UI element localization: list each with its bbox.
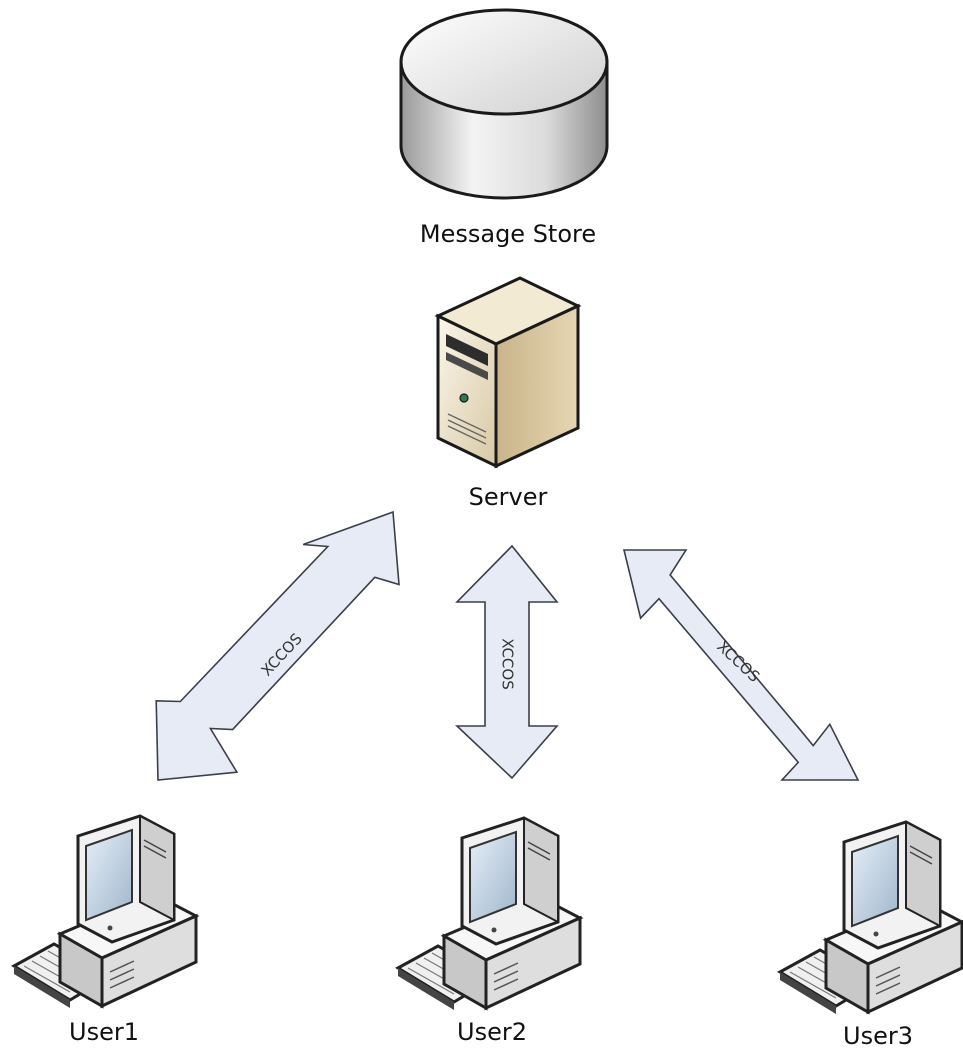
server-node: Server — [434, 276, 582, 511]
desktop-computer-icon — [12, 814, 198, 1010]
server-label: Server — [469, 483, 548, 511]
connection-label-user2: XCCOS — [499, 638, 517, 689]
double-arrow-icon — [622, 549, 860, 781]
server-tower-icon — [434, 276, 582, 469]
user3-node: User3 — [778, 820, 963, 1050]
message-store-node: Message Store — [399, 8, 609, 248]
user1-node: User1 — [12, 814, 198, 1046]
message-store-label: Message Store — [420, 220, 596, 248]
double-arrow-icon — [155, 510, 400, 781]
user2-node: User2 — [396, 816, 582, 1046]
connection-user3-server: XCCOS — [622, 549, 860, 781]
desktop-computer-icon — [778, 820, 963, 1016]
user1-label: User1 — [69, 1018, 139, 1046]
desktop-computer-icon — [396, 816, 582, 1012]
user3-label: User3 — [843, 1022, 913, 1050]
connection-user1-server: XCCOS — [155, 510, 400, 781]
database-cylinder-icon — [399, 8, 609, 200]
connection-user2-server: XCCOS — [454, 544, 559, 780]
user2-label: User2 — [457, 1018, 527, 1046]
double-arrow-icon — [454, 544, 559, 780]
